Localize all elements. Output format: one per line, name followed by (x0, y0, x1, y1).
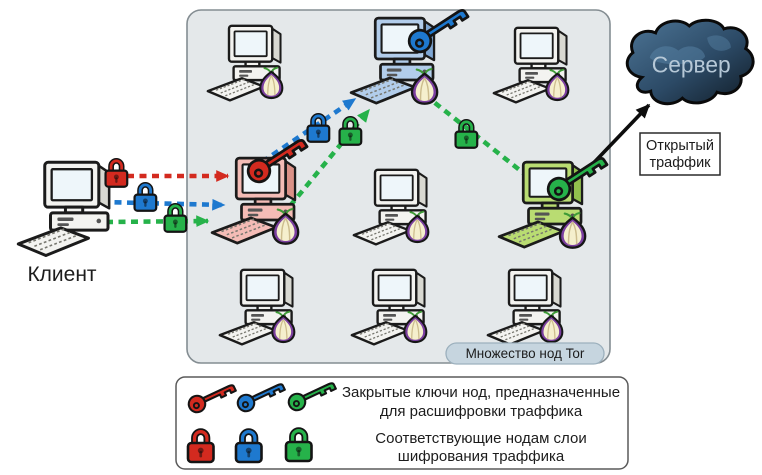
computer-icon (16, 160, 111, 257)
open-traffic-line2: траффик (649, 155, 711, 171)
blue-route-arrow-1 (101, 198, 226, 211)
legend-locks-text-line2: шифрования траффика (398, 448, 565, 465)
client-label: Клиент (27, 263, 96, 286)
server-label: Сервер (652, 51, 731, 77)
red-padlock-icon (106, 161, 128, 187)
cloud-icon (625, 18, 755, 106)
open-traffic-line1: Открытый (646, 138, 714, 154)
client-computer (16, 160, 111, 257)
tor-nodes-badge: Множество нод Tor (445, 342, 605, 365)
tor-nodes-badge-label: Множество нод Tor (466, 346, 585, 361)
open-traffic-callout: Открытый траффик (639, 132, 721, 176)
green-route-arrow-1 (105, 215, 210, 228)
legend-keys-text-line1: Закрытые ключи нод, предназначенные (342, 384, 620, 401)
green-padlock-icon (165, 206, 187, 232)
blue-padlock-icon (135, 185, 157, 211)
legend-box: Закрытые ключи нод, предназначенные для … (175, 376, 629, 470)
legend-keys-text-line2: для расшифровки траффика (380, 403, 583, 420)
legend-locks-text-line1: Соответствующие нодам слои (375, 430, 586, 447)
server-cloud: Сервер (625, 18, 755, 106)
